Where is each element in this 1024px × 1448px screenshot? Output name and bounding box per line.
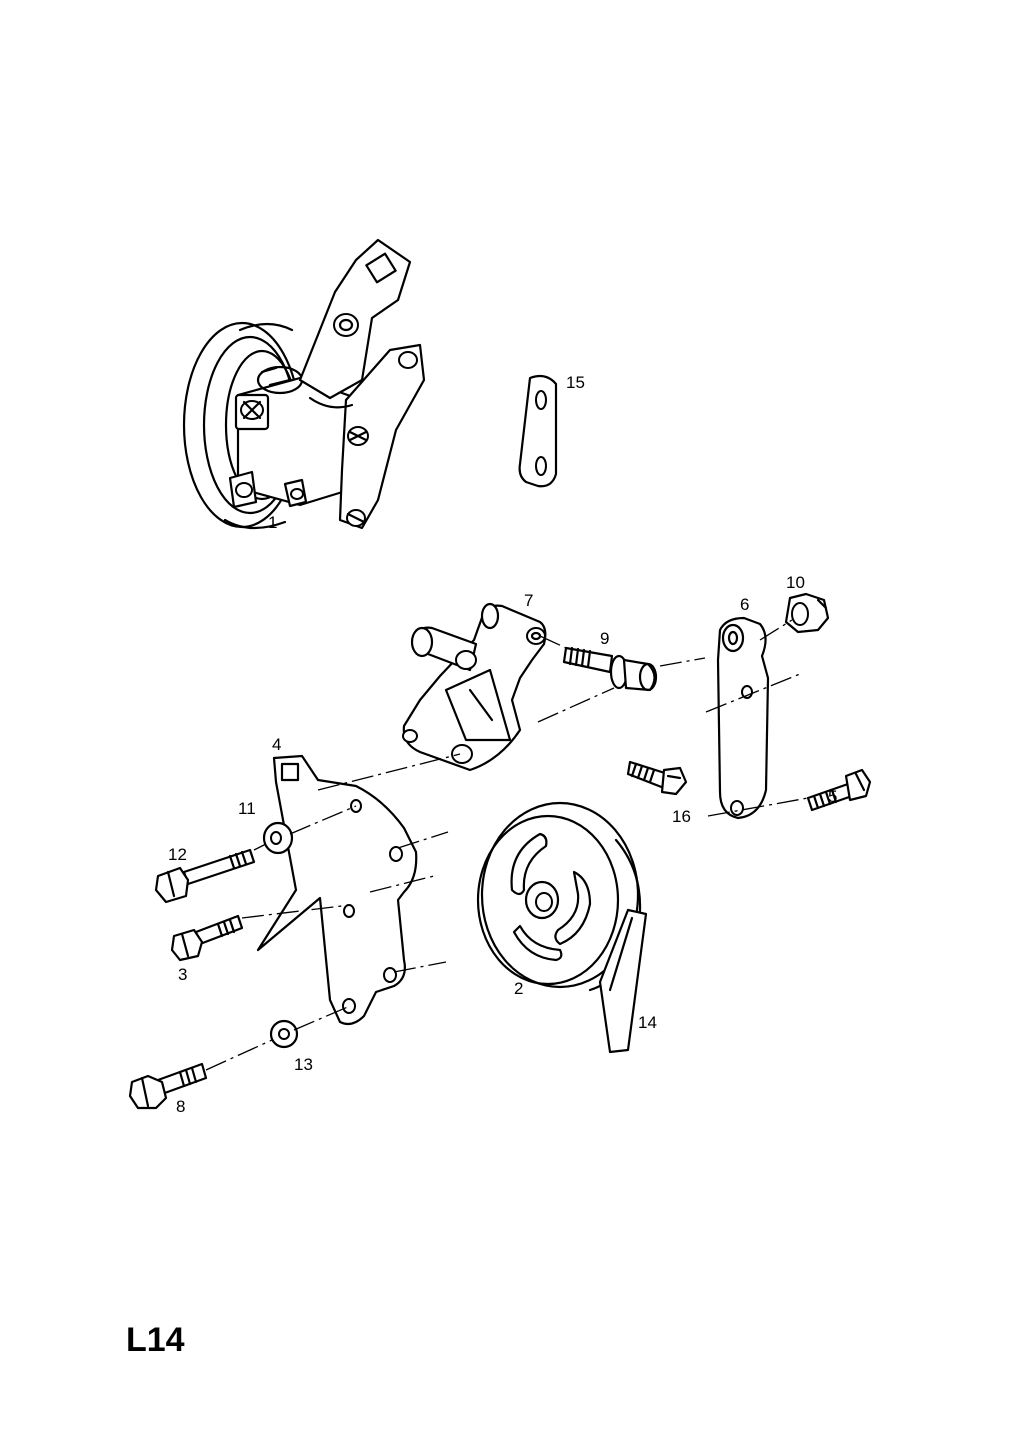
callout-12: 12 (168, 845, 187, 864)
callout-4: 4 (272, 735, 281, 754)
callout-9: 9 (600, 629, 609, 648)
part-7-mounting-bracket[interactable] (402, 602, 547, 772)
callout-13: 13 (294, 1055, 313, 1074)
callout-3: 3 (178, 965, 187, 984)
part-13-washer[interactable] (269, 1019, 299, 1049)
part-11-washer[interactable] (262, 821, 294, 855)
callout-6: 6 (740, 595, 749, 614)
assembly-axis-lines (205, 619, 809, 1071)
part-16-bolt[interactable] (626, 760, 688, 796)
part-14-drive-belt[interactable] (598, 908, 648, 1054)
callout-8: 8 (176, 1097, 185, 1116)
part-10-nut[interactable] (784, 592, 830, 634)
part-9-bolt[interactable] (562, 646, 658, 692)
part-1-steering-pump[interactable] (182, 238, 426, 530)
callout-15: 15 (566, 373, 585, 392)
part-6-adjusting-link[interactable] (716, 616, 770, 820)
callout-2: 2 (514, 979, 523, 998)
callout-10: 10 (786, 573, 805, 592)
part-12-long-bolt[interactable] (154, 848, 256, 904)
part-3-bolt[interactable] (170, 914, 244, 962)
callout-16: 16 (672, 807, 691, 826)
part-4-bracket-plate[interactable] (256, 754, 418, 1026)
part-15-link-plate[interactable] (518, 374, 558, 488)
part-8-flange-bolt[interactable] (128, 1062, 208, 1110)
callout-7: 7 (524, 591, 533, 610)
callout-5: 5 (828, 787, 837, 806)
part-5-bolt[interactable] (806, 768, 872, 812)
callout-11: 11 (238, 799, 256, 818)
callout-1: 1 (268, 513, 277, 532)
callout-14: 14 (638, 1013, 657, 1032)
page-code: L14 (126, 1321, 185, 1359)
